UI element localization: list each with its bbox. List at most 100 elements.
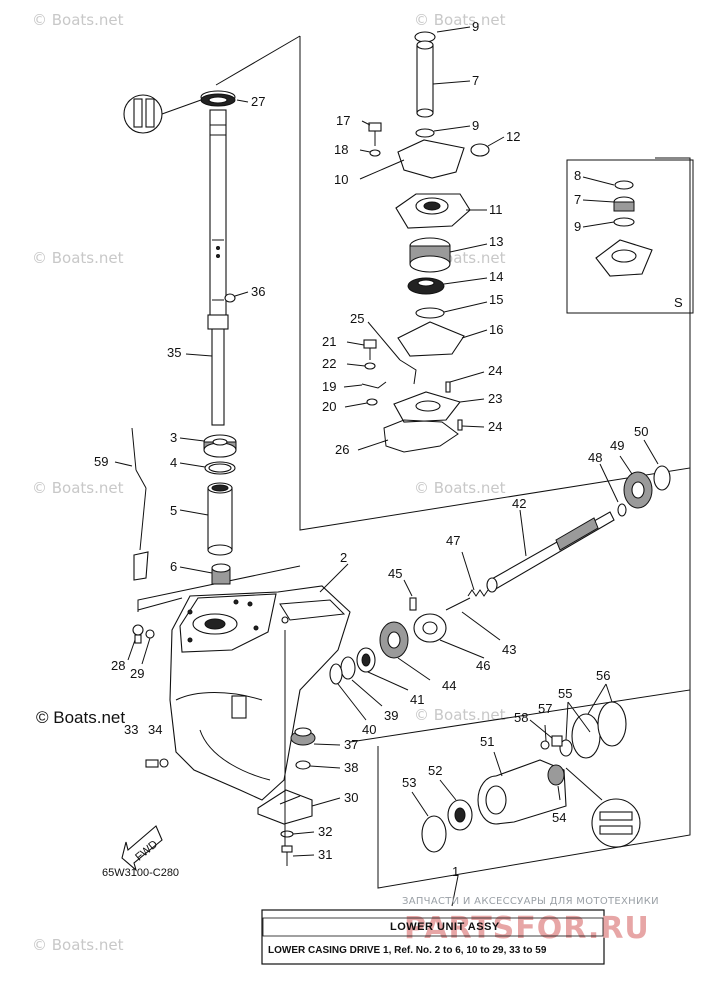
watermark: © Boats.net [32, 479, 124, 497]
washer-58 [540, 740, 550, 750]
watermark: © Boats.net [414, 706, 506, 724]
callout: 57 [538, 701, 552, 716]
sleeve-5 [207, 482, 233, 556]
callout: 17 [336, 113, 350, 128]
callout: 24 [488, 419, 502, 434]
bolt-17 [368, 122, 382, 146]
impeller-14 [407, 277, 445, 295]
gasket-26 [383, 419, 459, 453]
callout: 27 [251, 94, 265, 109]
slider-43 [445, 597, 471, 611]
callout: 41 [410, 692, 424, 707]
pin-24 [445, 381, 451, 393]
legend-ref-number: 1 [452, 864, 459, 879]
callout: 44 [442, 678, 456, 693]
callout: 11 [489, 202, 503, 217]
callout: 47 [446, 533, 460, 548]
callout: 43 [502, 642, 516, 657]
washer-22 [364, 362, 376, 370]
callout: 21 [322, 334, 336, 349]
drive-shaft [207, 109, 229, 426]
callout: 9 [472, 19, 479, 34]
shim-50 [653, 465, 671, 491]
nut-38 [295, 760, 311, 770]
callout: 26 [335, 442, 349, 457]
callout: 20 [322, 399, 336, 414]
callout: 49 [610, 438, 624, 453]
gear-49 [623, 471, 653, 509]
bolt-28 [132, 624, 144, 644]
callout: 25 [350, 311, 364, 326]
gear-44 [379, 621, 409, 659]
callout: 14 [489, 269, 503, 284]
plate-10 [397, 139, 465, 179]
callout: 5 [170, 503, 177, 518]
callout: 34 [148, 722, 162, 737]
pump-housing-11 [395, 193, 471, 229]
callout: 55 [558, 686, 572, 701]
bolt-21 [363, 339, 377, 360]
seal-detail [565, 767, 641, 848]
callout: 32 [318, 824, 332, 839]
callout: 51 [480, 734, 494, 749]
bearing-52 [447, 799, 473, 831]
callout: 18 [334, 142, 348, 157]
callout: 3 [170, 430, 177, 445]
ad-tagline: ЗАПЧАСТИ И АКСЕССУАРЫ ДЛЯ МОТОТЕХНИКИ [402, 896, 659, 907]
callout: 38 [344, 760, 358, 775]
gasket-25 [399, 359, 417, 385]
inset-s-parts: S [595, 180, 683, 310]
callout: 28 [111, 658, 125, 673]
oring-9b [415, 128, 435, 138]
callout: 46 [476, 658, 490, 673]
callout: 52 [428, 763, 442, 778]
callout: 10 [334, 172, 348, 187]
callout: 59 [94, 454, 108, 469]
ring-20 [366, 398, 378, 406]
callout: 30 [344, 790, 358, 805]
bearing-3 [203, 434, 237, 458]
callout: 19 [322, 379, 336, 394]
copyright-label: © Boats.net [36, 708, 125, 727]
callout: 42 [512, 496, 526, 511]
callout: 24 [488, 363, 502, 378]
callout: 15 [489, 292, 503, 307]
pin-24b [457, 419, 463, 431]
legend-line: LOWER CASING DRIVE 1, Ref. No. 2 to 6, 1… [268, 945, 547, 956]
washer-40 [329, 663, 343, 685]
callout: 16 [489, 322, 503, 337]
callout: 37 [344, 737, 358, 752]
washer-32 [280, 830, 294, 838]
clip-19 [361, 381, 387, 389]
callout: 36 [251, 284, 265, 299]
pin-45 [409, 597, 417, 611]
watermark: © Boats.net [414, 11, 506, 29]
leader-lines [114, 26, 659, 907]
propeller-shaft-42 [486, 511, 615, 593]
callout: 45 [388, 566, 402, 581]
outer-plate-16 [397, 321, 465, 357]
callout: 31 [318, 847, 332, 862]
bolt-31 [281, 845, 293, 866]
diagram-code: 65W3100-C280 [102, 867, 179, 879]
cartridge-23 [393, 391, 461, 423]
callout: 29 [130, 666, 144, 681]
clutch-46 [413, 613, 447, 643]
shift-rod-59 [131, 427, 149, 581]
callout: 48 [588, 450, 602, 465]
callout-numbers: 9 7 9 17 18 10 12 11 13 14 15 16 25 21 2… [94, 19, 648, 862]
callout: 56 [596, 668, 610, 683]
callout: 6 [170, 559, 177, 574]
watermark: © Boats.net [414, 479, 506, 497]
grommet-12 [470, 143, 490, 157]
callout: 12 [506, 129, 520, 144]
water-tube-7 [416, 40, 434, 118]
inset-label: S [674, 295, 683, 310]
callout: 33 [124, 722, 138, 737]
fwd-arrow-icon: FWD [121, 825, 163, 872]
oring-15 [415, 307, 445, 319]
callout: 7 [574, 192, 581, 207]
callout: 40 [362, 722, 376, 737]
oring-56b [597, 701, 627, 747]
bearing-41 [356, 647, 376, 673]
